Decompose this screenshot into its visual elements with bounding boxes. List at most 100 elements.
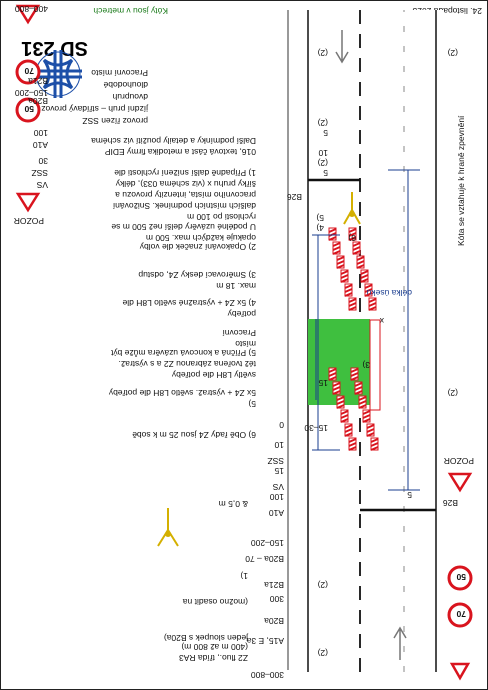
title-line-1: Pracovní místo <box>91 68 148 78</box>
note-line: 2) Opakování značek dle volby <box>139 242 256 252</box>
footnote-3: 3) <box>362 360 370 370</box>
warning-sign-icon <box>449 662 471 681</box>
left-col-label: 100 <box>270 492 284 502</box>
title-line-5: provoz řízen SSZ <box>82 116 148 126</box>
left-col-extra: jeden sloupek s B20a) <box>164 633 249 643</box>
beacon-board <box>344 283 353 297</box>
left-col-label: 0 <box>279 420 284 430</box>
footnote-2g: (2) <box>447 48 458 58</box>
beacon-board <box>332 241 341 255</box>
warning-sign-icon <box>15 4 41 25</box>
pozor-r-label: POZOR <box>14 216 44 226</box>
speed-70-r-label: 70 <box>24 66 34 76</box>
left-col-extra: (400 m až 800 m) <box>181 642 248 652</box>
beacon-board <box>366 423 375 437</box>
left-col-label: 10 <box>274 440 284 450</box>
arrow-up-icon <box>393 626 407 660</box>
right-col-label: 100 <box>34 128 48 138</box>
left-col-label: 300 <box>270 594 284 604</box>
speed-limit-50-icon <box>447 565 473 591</box>
beacon-board <box>370 437 379 451</box>
speed-50-label: 50 <box>456 572 466 582</box>
note-line: 6) Obě řady Z4 jsou 25 m k sobě <box>132 430 256 440</box>
footnote-2b: (2) <box>317 118 328 128</box>
speed-50-r-label: 50 <box>24 104 34 114</box>
left-col-label: B21a <box>264 580 284 590</box>
footnote-6: 6) <box>348 233 356 243</box>
sd-code: SD 231 <box>21 37 88 59</box>
section-length-label: délka úseku <box>366 288 412 298</box>
beacon-board <box>340 269 349 283</box>
left-col-label: 15 <box>274 466 284 476</box>
note-line: rychlosti po 100 m <box>187 212 256 222</box>
right-col-label: B21a <box>28 76 48 86</box>
beacon-board <box>328 367 337 381</box>
lane-flag-bottom <box>343 192 361 225</box>
left-col-extra: 1) <box>240 571 248 581</box>
title-line-4: jízdní pruh – střídavý provoz <box>41 104 149 114</box>
dims-note: Kóty jsou v metrech <box>93 6 168 16</box>
title-lines: Pracovní místo dlouhodobé dvoupruh jízdn… <box>41 68 149 126</box>
footnote-2f: (2) <box>447 388 458 398</box>
beacon-board <box>336 395 345 409</box>
note-line: 1) Případně další snížení rychlosti dle <box>114 168 256 178</box>
right-signs: 70 50 POZOR <box>14 4 44 226</box>
left-col-label: SSZ <box>267 456 284 466</box>
note-line: max. 18 m <box>216 281 256 291</box>
beacon-board <box>332 381 341 395</box>
beacon-board <box>362 409 371 423</box>
beacon-board <box>368 297 377 311</box>
note-line: U podélné uzávěry delší než 500 m se <box>111 222 256 232</box>
dim-x: x <box>379 316 384 326</box>
beacon-board <box>328 227 337 241</box>
footnote-2a: (2) <box>317 48 328 58</box>
notes-block: Další podmínky a detaily použití viz sch… <box>91 136 256 440</box>
warning-sign-icon <box>447 472 473 493</box>
beacon-board <box>344 423 353 437</box>
title-line-2: dlouhodobé <box>103 80 148 90</box>
note-line: 5) Příčná a koncová uzávěra může být <box>110 348 256 358</box>
speed-70-label: 70 <box>456 609 466 619</box>
left-col-label: B20a – 70 <box>245 554 284 564</box>
note-line: dalších místních podmínek. Snižování <box>112 201 256 211</box>
speed-limit-70-icon <box>447 602 473 628</box>
footnote-4: 4) <box>316 223 324 233</box>
note-line: světly L8H dle potřeby <box>171 370 256 380</box>
note-line: 4) 5x Z4 + výstražné světlo L8H dle <box>122 298 256 308</box>
footnote-2d: (2) <box>317 580 328 590</box>
note-line: 3) Směrovací desky Z4, odstup <box>138 270 256 280</box>
speed-limit-70-icon <box>15 59 41 85</box>
left-col-label: 150–200 <box>251 538 284 548</box>
left-col-label: B20a <box>264 616 284 626</box>
traffic-arrows <box>335 30 407 660</box>
dim-5a: 5 <box>323 168 328 178</box>
right-col-label: SSZ <box>31 168 48 178</box>
note-line: 016, textová část a metodika firmy EDIP <box>104 147 256 157</box>
dim-5b: 5 <box>323 128 328 138</box>
left-col-label: A10 <box>269 508 284 518</box>
note-line: místo <box>235 339 256 349</box>
pozor-label: POZOR <box>444 456 474 466</box>
note-line: Pracovní <box>222 328 256 338</box>
note-line: též tvořena zábranou Z2 a s výstraž. <box>119 359 256 369</box>
title-line-3: dvoupruh <box>112 92 148 102</box>
beacon-board <box>364 283 373 297</box>
dimension-lines <box>312 169 420 491</box>
date-label: 24. listopadu 2023 <box>412 6 482 16</box>
right-col-label: 400–800 <box>15 4 48 14</box>
left-col-label: 300–800 <box>251 670 284 680</box>
beacon-board <box>360 269 369 283</box>
b26-bottom-label: B26 <box>287 192 302 202</box>
arrow-down-icon <box>335 30 349 64</box>
dim-10: 10 <box>318 148 328 158</box>
beacon-board <box>348 297 357 311</box>
right-col-label: 150–200 <box>15 88 48 98</box>
left-col-label: A15, E 3a <box>246 636 284 646</box>
right-col-label: B20a <box>28 96 48 106</box>
note-line: pracovního místa, intenzity provozu a <box>115 190 256 200</box>
right-col-label: VS <box>36 180 48 190</box>
